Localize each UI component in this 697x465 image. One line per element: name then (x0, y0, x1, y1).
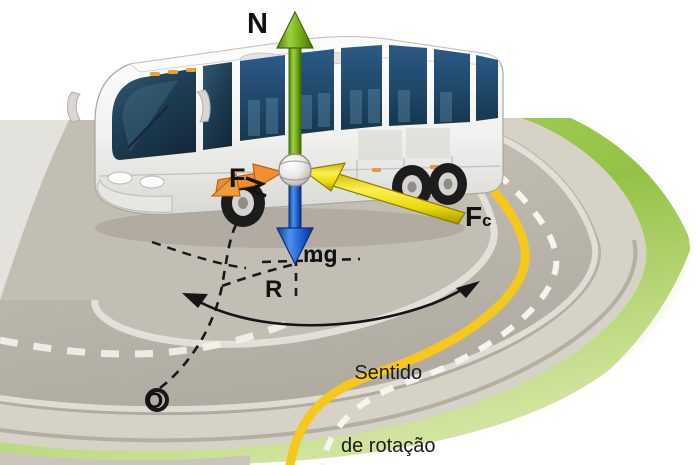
centripetal-force-vector (301, 162, 466, 225)
headlight-right (139, 175, 165, 189)
left-fade (0, 118, 70, 300)
bus-side-windows (240, 45, 498, 141)
friction-zigzag-icon (245, 176, 267, 198)
bus-bay-panel-2 (406, 128, 450, 158)
bus-seats-silhouette (248, 89, 452, 136)
center-of-mass-ball (278, 153, 312, 187)
normal-force-vector (276, 10, 314, 172)
label-center-point: O (146, 388, 164, 413)
radius-dashed-to-bus (221, 262, 297, 288)
friction-triangle-icon (210, 172, 241, 197)
radius-construction (145, 217, 361, 412)
rotation-arc (182, 281, 480, 327)
center-point-marker (145, 388, 169, 412)
label-weight-force: mg (303, 241, 338, 267)
label-radius: R (265, 276, 283, 303)
label-friction-force: F (229, 163, 246, 193)
label-centripetal-force-main: F (465, 201, 483, 232)
windshield-wiper (127, 105, 169, 149)
bottom-right-fade (430, 230, 697, 465)
bus-windshield (112, 68, 196, 160)
headlight-left (107, 171, 133, 185)
label-centripetal-force-subscript: c (482, 211, 492, 230)
bus-rear-wheel-2 (429, 163, 467, 205)
radius-dashed-curve (159, 217, 242, 390)
mirror-left (67, 91, 81, 123)
label-rotation-direction: Sentido de rotação (341, 312, 436, 465)
roof-marker-lights (150, 68, 196, 76)
radius-dashed-upper (151, 240, 247, 270)
weight-force-vector (276, 171, 314, 266)
windshield-reflection (122, 80, 178, 152)
mirror-right (195, 89, 211, 123)
rotation-arc-path (195, 284, 469, 327)
bus-bay-panel (358, 130, 402, 160)
bus-roof (129, 36, 502, 73)
lane-dash-line-inner (0, 314, 302, 358)
label-normal-force: N (247, 8, 268, 40)
road-outer-edge-line (0, 121, 599, 413)
rotation-arrowhead-left (182, 293, 208, 308)
label-rotation-direction-line2: de rotação (341, 434, 436, 457)
rotation-arrowhead-right (456, 281, 480, 298)
road-kerb-line (0, 239, 638, 443)
road-shoulder-outer (0, 105, 647, 452)
radius-dashed-horizontal (261, 257, 361, 264)
road-band-left (0, 452, 250, 465)
bus-door-glass (203, 62, 232, 150)
label-rotation-direction-line1: Sentido (354, 361, 423, 384)
bus-front-bumper (96, 178, 173, 213)
friction-force-vector (210, 163, 285, 198)
label-centripetal-force: Fc (465, 203, 492, 231)
lane-dash-line (319, 137, 560, 465)
